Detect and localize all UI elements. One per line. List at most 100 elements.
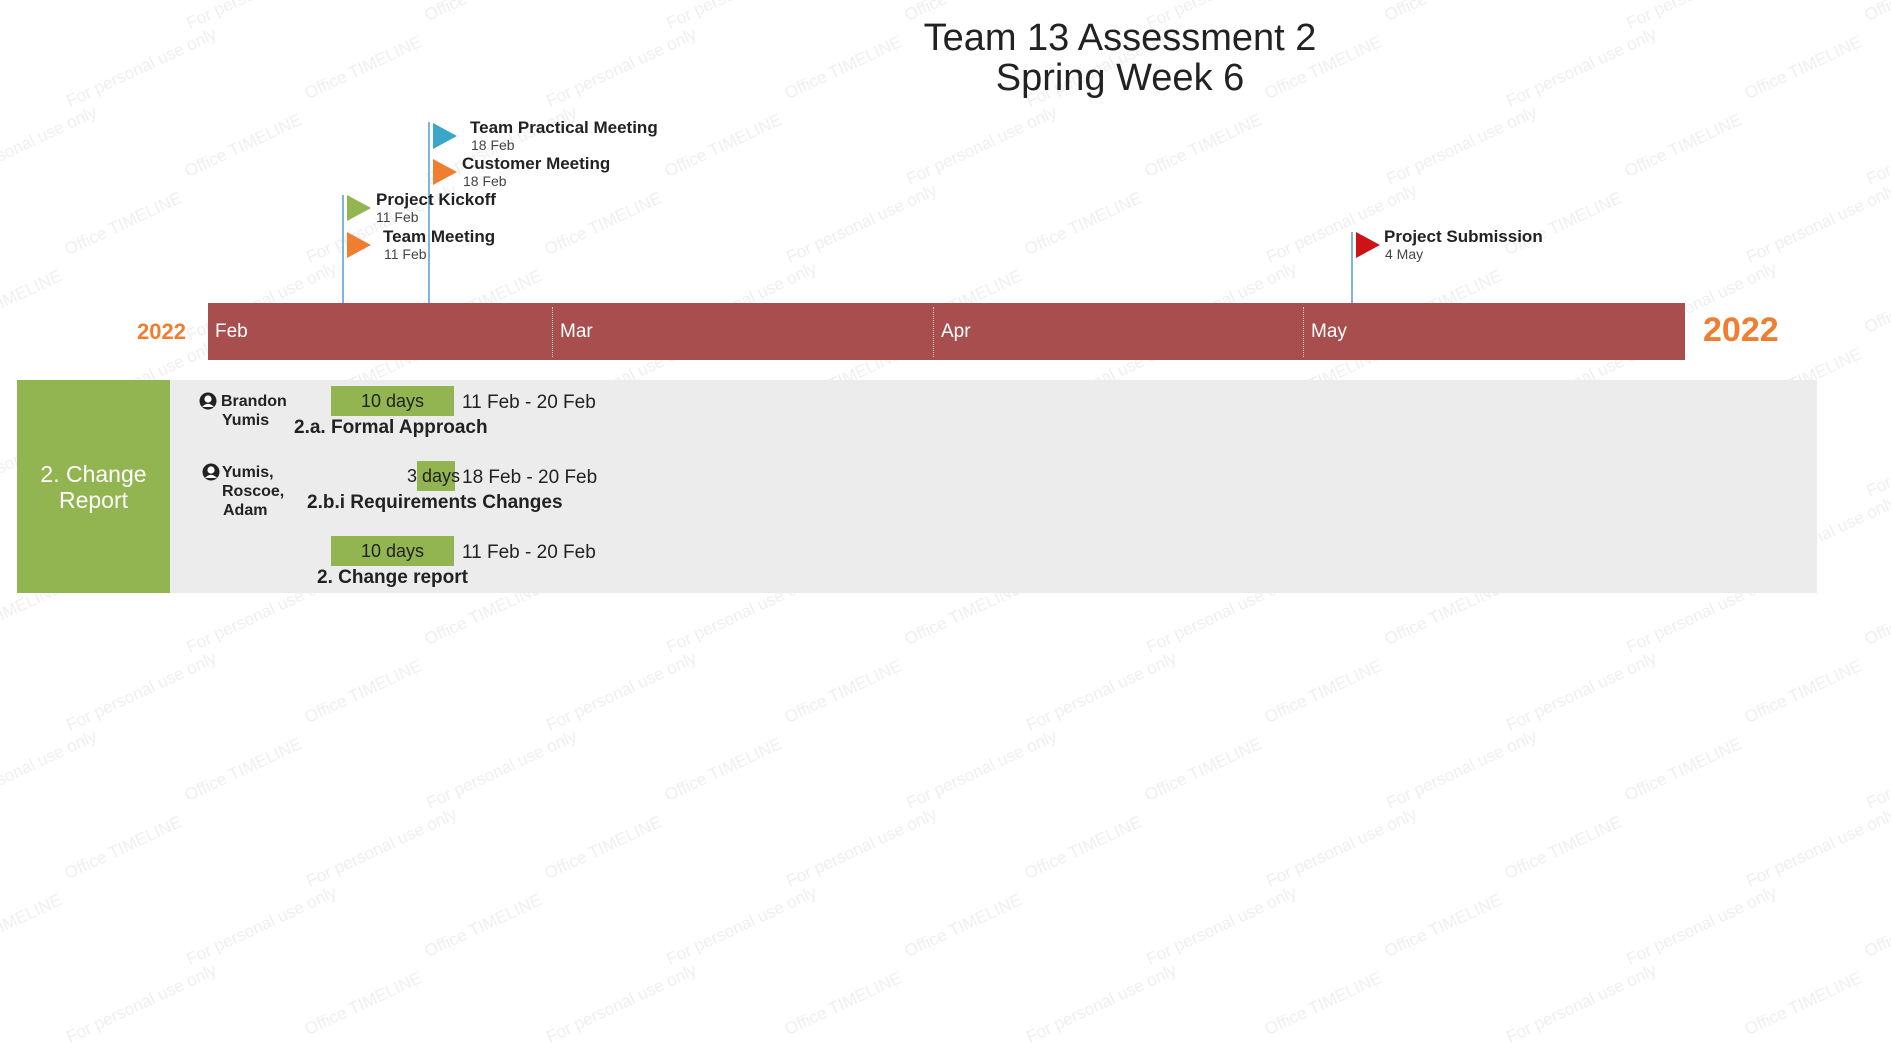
watermark-text: Office TIMELINE <box>0 890 65 961</box>
watermark-text: Office TIMELINE <box>301 656 425 727</box>
watermark-text: Office TIMELINE <box>1861 890 1891 961</box>
assignee-line: Brandon <box>221 393 287 410</box>
milestone-label: Team Practical Meeting <box>470 118 658 137</box>
person-icon <box>202 463 220 481</box>
watermark-text: For personal use only <box>1143 882 1300 969</box>
watermark-text: Office TIMELINE <box>1141 734 1265 805</box>
watermark-text: For personal use only <box>303 804 460 891</box>
watermark-text: For personal use only <box>423 726 580 813</box>
watermark-text: For personal use only <box>1863 414 1891 501</box>
watermark-text: Office TIMELINE <box>61 812 185 883</box>
task-date-range: 11 Feb - 20 Feb <box>462 392 596 413</box>
assignee-line: Yumis <box>222 412 270 429</box>
watermark-text: Office TIMELINE <box>781 968 905 1039</box>
milestone-stem <box>1351 232 1353 304</box>
watermark-text: For personal use only <box>543 648 700 735</box>
watermark-text: Office TIMELINE <box>1021 812 1145 883</box>
watermark-text: For personal use only <box>1263 804 1420 891</box>
month-label: Feb <box>215 321 248 342</box>
watermark-text: For personal use only <box>1623 0 1780 34</box>
chart-title: Team 13 Assessment 2 Spring Week 6 <box>820 18 1420 98</box>
watermark-text: Office TIMELINE <box>1621 110 1745 181</box>
watermark-text: For personal use only <box>1023 960 1180 1047</box>
watermark-text: Office TIMELINE <box>1261 968 1385 1039</box>
watermark-text: For personal use only <box>63 648 220 735</box>
watermark-text: For personal use only <box>1623 882 1780 969</box>
task-title: 2.a. Formal Approach <box>294 417 488 438</box>
watermark-text: Office TIMELINE <box>301 32 425 103</box>
milestone-date: 11 Feb <box>376 209 419 225</box>
watermark-text: Office TIMELINE <box>422 0 545 26</box>
watermark-text: For personal use only <box>183 0 340 34</box>
timeline-band: Feb Mar Apr May <box>208 303 1685 360</box>
watermark-text: For personal use only <box>1503 648 1660 735</box>
watermark-text: Office TIMELINE <box>1862 0 1891 26</box>
watermark-text: Office TIMELINE <box>541 188 665 259</box>
task-assignee: Brandon Yumis <box>221 392 287 430</box>
watermark-text: Office TIMELINE <box>1021 188 1145 259</box>
task-assignee: Yumis, Roscoe, Adam <box>222 463 284 520</box>
milestone-stem <box>342 195 344 304</box>
task-date-range: 11 Feb - 20 Feb <box>462 542 596 563</box>
milestone-flag-icon <box>1356 232 1380 258</box>
watermark-text: Office TIMELINE <box>181 110 305 181</box>
month-divider <box>552 307 553 357</box>
person-icon <box>199 392 217 410</box>
watermark-text: Office TIMELINE <box>661 734 785 805</box>
watermark-text: For personal use only <box>543 960 700 1047</box>
task-bar[interactable]: 10 days <box>331 386 454 416</box>
watermark-text: For personal use only <box>1863 102 1891 189</box>
watermark-text: For personal use only <box>663 0 820 34</box>
watermark-text: For personal use only <box>1383 102 1540 189</box>
watermark-text: For personal use only <box>663 882 820 969</box>
milestone-date: 18 Feb <box>471 137 515 153</box>
watermark-text: Office TIMELINE <box>1261 656 1385 727</box>
swimlane-label-line-2: Report <box>58 486 129 513</box>
watermark-text: For personal use only <box>0 102 100 188</box>
milestone-date: 11 Feb <box>384 246 427 262</box>
watermark-text: Office TIMELINE <box>1141 110 1265 181</box>
watermark-text: For personal use only <box>63 960 220 1047</box>
assignee-line: Yumis, <box>222 464 274 481</box>
watermark-text: For personal use only <box>1503 960 1660 1047</box>
task-bar[interactable]: 10 days <box>331 536 454 566</box>
milestone-label: Project Kickoff <box>376 190 496 209</box>
watermark-text: Office TIMELINE <box>1741 656 1865 727</box>
watermark-text: For personal use only <box>63 24 220 111</box>
watermark-text: Office TIMELINE <box>1741 32 1865 103</box>
watermark-text: For personal use only <box>1743 180 1891 267</box>
watermark-text: For personal use only <box>783 804 940 891</box>
watermark-text: Office TIMELINE <box>1861 578 1891 649</box>
month-label: Mar <box>560 321 593 342</box>
assignee-line: Roscoe, <box>222 483 285 500</box>
watermark-text: Office TIMELINE <box>541 812 665 883</box>
year-label-start: 2022 <box>137 319 186 344</box>
watermark-text: Office TIMELINE <box>1741 968 1865 1039</box>
milestone-flag-icon <box>433 123 457 149</box>
milestone-stem <box>428 122 430 304</box>
year-label-end: 2022 <box>1703 311 1779 349</box>
milestone-date: 18 Feb <box>463 173 507 189</box>
watermark-text: Office TIMELINE <box>1621 734 1745 805</box>
watermark-text: For personal use only <box>0 726 100 812</box>
watermark-text: For personal use only <box>1863 726 1891 813</box>
month-label: May <box>1311 321 1347 342</box>
watermark-text: For personal use only <box>783 180 940 267</box>
watermark-text: For personal use only <box>903 102 1060 189</box>
milestone-label: Project Submission <box>1384 227 1543 246</box>
title-line-2: Spring Week 6 <box>995 57 1245 99</box>
task-bar[interactable] <box>417 461 455 491</box>
swimlane <box>17 380 1817 593</box>
swimlane-label-line-1: 2. Change <box>40 460 147 487</box>
watermark-text: For personal use only <box>1023 648 1180 735</box>
month-label: Apr <box>941 321 971 342</box>
swimlane-label: 2. Change Report <box>17 380 170 593</box>
watermark-text: Office TIMELINE <box>0 0 65 26</box>
watermark-text: Office TIMELINE <box>301 968 425 1039</box>
watermark-text: Office TIMELINE <box>61 188 185 259</box>
milestone-flag-icon <box>347 232 371 258</box>
milestone-date: 4 May <box>1385 246 1424 262</box>
watermark-text: For personal use only <box>1743 804 1891 891</box>
watermark-text: Office TIMELINE <box>1861 266 1891 337</box>
task-duration-label: 3 days <box>407 466 461 486</box>
